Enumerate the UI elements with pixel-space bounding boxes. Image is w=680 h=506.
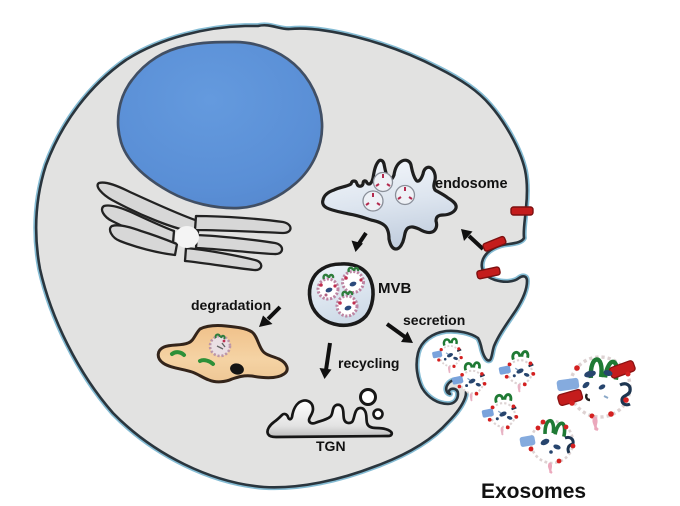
svg-text:TGN: TGN (316, 438, 346, 454)
svg-text:Exosomes: Exosomes (481, 480, 586, 503)
svg-text:secretion: secretion (403, 312, 465, 328)
svg-text:degradation: degradation (191, 297, 271, 313)
svg-text:MVB: MVB (378, 280, 412, 297)
svg-text:recycling: recycling (338, 355, 399, 371)
svg-text:endosome: endosome (435, 176, 508, 192)
